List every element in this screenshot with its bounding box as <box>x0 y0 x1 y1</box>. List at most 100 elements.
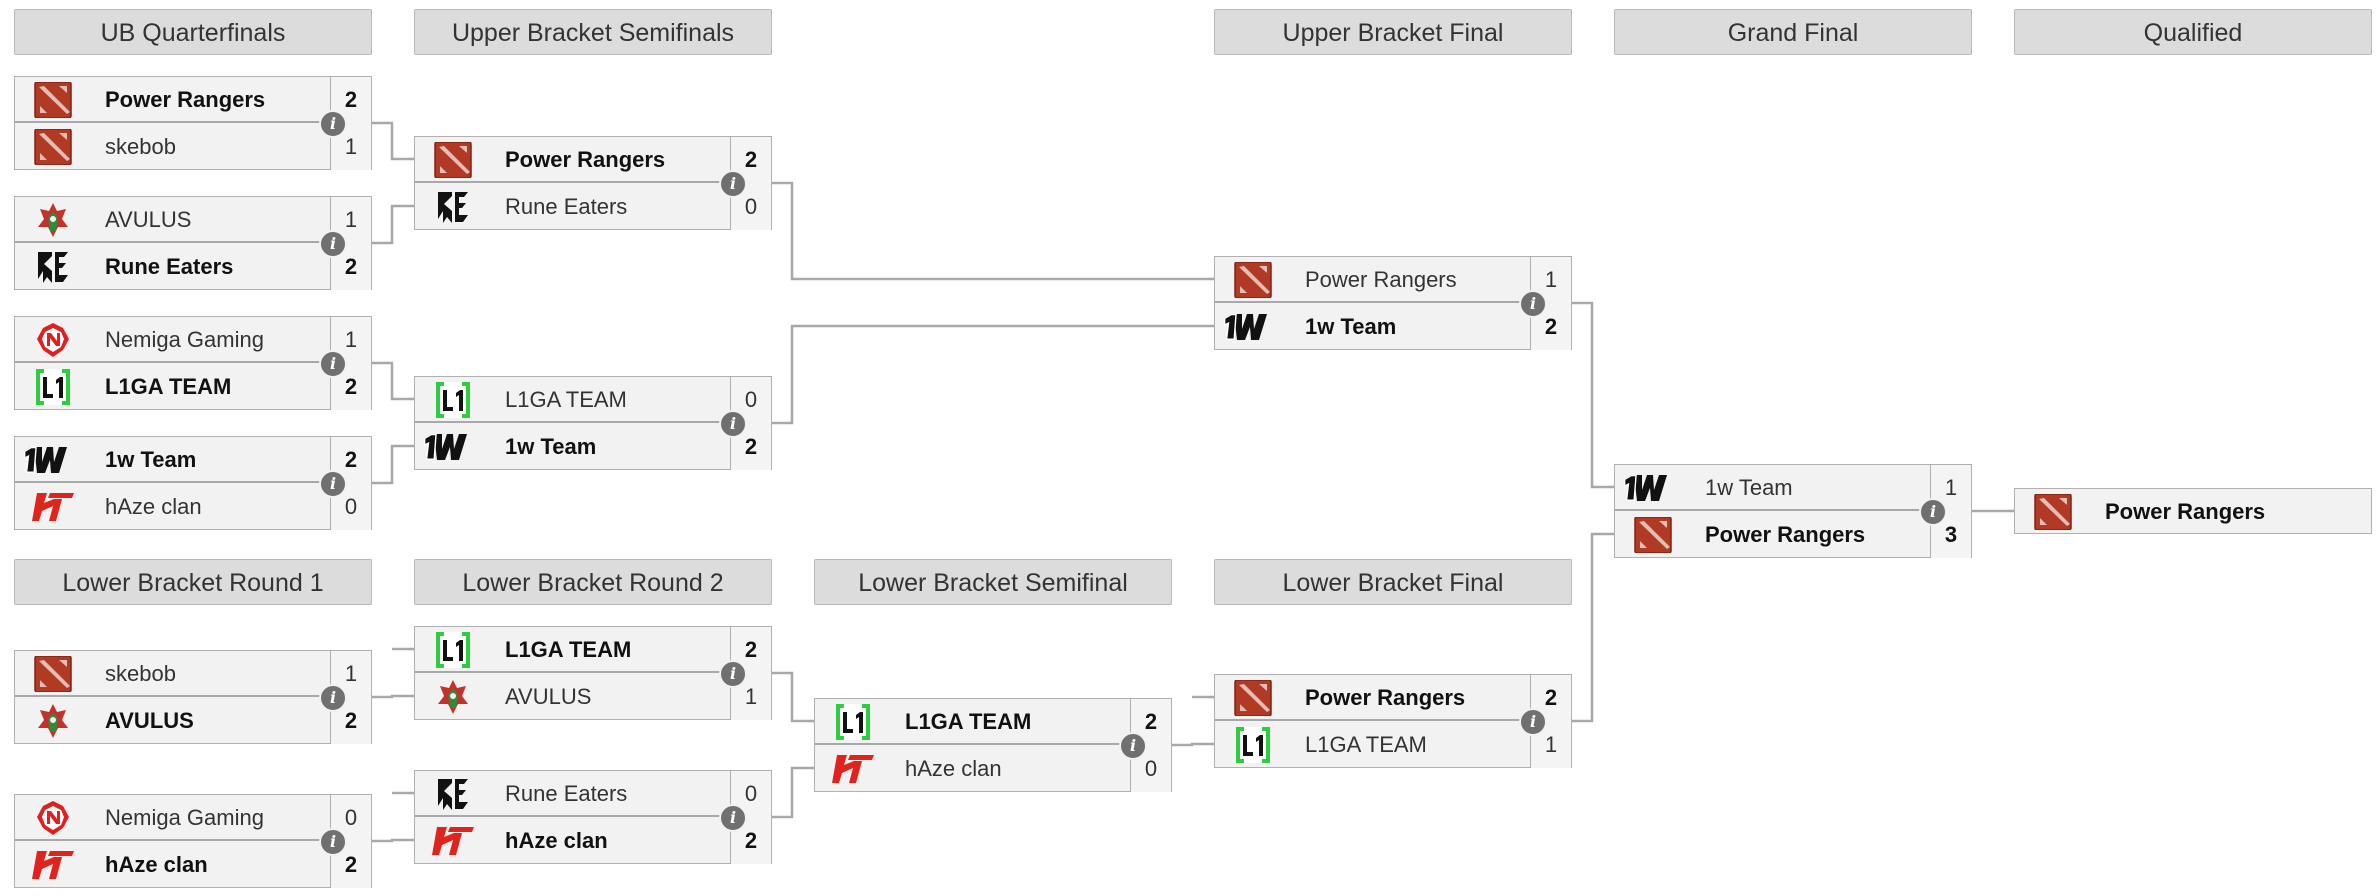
rune-eaters-logo-icon <box>429 776 477 812</box>
header-lb-semifinal: Lower Bracket Semifinal <box>814 559 1172 605</box>
1w-logo-icon <box>423 429 477 465</box>
header-qualified: Qualified <box>2014 9 2372 55</box>
team-name: Power Rangers <box>1705 522 1866 547</box>
bracket-connector-line <box>772 324 1214 425</box>
haze-logo-icon <box>29 489 77 525</box>
team-score: 1 <box>730 674 771 720</box>
l1ga-logo-icon <box>829 704 877 740</box>
header-lb-final: Lower Bracket Final <box>1214 559 1572 605</box>
nemiga-logo-icon <box>29 322 77 358</box>
match-info-icon[interactable]: i <box>1119 732 1147 760</box>
team-name: skebob <box>105 661 176 686</box>
match-info-icon[interactable]: i <box>319 230 347 258</box>
header-ub-final: Upper Bracket Final <box>1214 9 1572 55</box>
haze-logo-icon <box>29 847 77 883</box>
match-info-icon[interactable]: i <box>719 660 747 688</box>
bracket-connector-line <box>372 361 414 401</box>
team-score: 2 <box>1130 699 1171 745</box>
team-name: L1GA TEAM <box>505 387 627 412</box>
avulus-logo-icon <box>429 679 477 715</box>
team-name: hAze clan <box>505 828 608 853</box>
1w-logo-icon <box>1223 309 1277 345</box>
match-info-icon[interactable]: i <box>1519 708 1547 736</box>
team-name: L1GA TEAM <box>1305 732 1427 757</box>
match-info-icon[interactable]: i <box>719 804 747 832</box>
l1ga-logo-icon <box>1229 727 1277 763</box>
team-name: L1GA TEAM <box>505 637 632 662</box>
dota-logo-icon <box>29 129 77 165</box>
header-ub-quarterfinals: UB Quarterfinals <box>14 9 372 55</box>
match-info-icon[interactable]: i <box>319 350 347 378</box>
team-name: hAze clan <box>905 756 1002 781</box>
team-row[interactable]: AVULUS 1 <box>415 674 771 720</box>
team-name: L1GA TEAM <box>105 374 232 399</box>
bracket-connector-line <box>1172 742 1214 747</box>
match-info-icon[interactable]: i <box>719 170 747 198</box>
match-info-icon[interactable]: i <box>1519 290 1547 318</box>
bracket-connector-line <box>772 671 814 723</box>
bracket-connector-line <box>772 766 814 819</box>
team-name: Rune Eaters <box>105 254 234 279</box>
bracket-connector-line <box>372 444 414 485</box>
1w-logo-icon <box>23 442 77 478</box>
dota-logo-icon <box>1629 517 1677 553</box>
team-name: 1w Team <box>1705 475 1793 500</box>
header-lb-round1: Lower Bracket Round 1 <box>14 559 372 605</box>
match-info-icon[interactable]: i <box>319 828 347 856</box>
match-info-icon[interactable]: i <box>719 410 747 438</box>
match-info-icon[interactable]: i <box>1919 498 1947 526</box>
team-name: 1w Team <box>105 447 197 472</box>
bracket-connector-line <box>372 694 414 699</box>
header-ub-semifinals: Upper Bracket Semifinals <box>414 9 772 55</box>
dota-logo-icon <box>429 142 477 178</box>
match-info-icon[interactable]: i <box>319 470 347 498</box>
team-name: AVULUS <box>505 684 592 709</box>
haze-logo-icon <box>829 751 877 787</box>
haze-logo-icon <box>429 823 477 859</box>
match-info-icon[interactable]: i <box>319 684 347 712</box>
bracket-connector-line <box>1572 532 1614 723</box>
team-name: 1w Team <box>1305 314 1397 339</box>
qualified-team-name: Power Rangers <box>2105 499 2266 524</box>
team-name: Rune Eaters <box>505 194 628 219</box>
team-name: Rune Eaters <box>505 781 628 806</box>
qualified-row[interactable]: Power Rangers <box>2015 489 2371 535</box>
nemiga-logo-icon <box>29 800 77 836</box>
match-info-icon[interactable]: i <box>319 110 347 138</box>
